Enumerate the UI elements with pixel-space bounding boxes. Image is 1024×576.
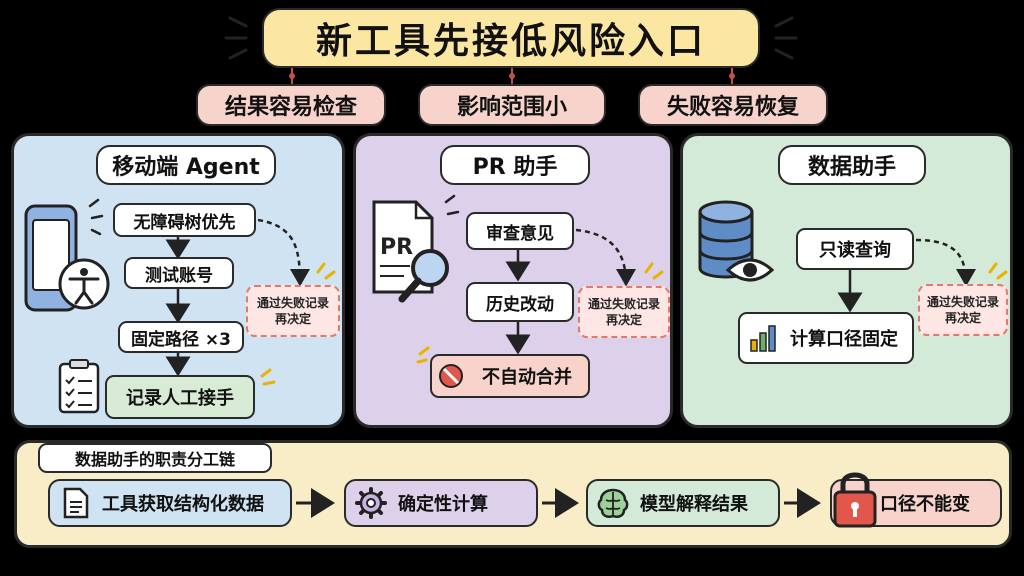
chain-item-metric-locked-label: 口径不能变 — [880, 494, 970, 515]
data-step-fixed-metric: 计算口径固定 — [738, 312, 914, 364]
document-magnifier-icon: PR — [366, 196, 458, 308]
pr-note-line1: 通过失败记录 — [587, 297, 660, 311]
mobile-step-accessibility-tree: 无障碍树优先 — [113, 203, 256, 237]
mobile-note-line1: 通过失败记录 — [256, 296, 329, 310]
panel-mobile-title: 移动端 Agent — [96, 145, 276, 185]
pr-step-review-comments: 审查意见 — [466, 212, 574, 250]
criteria-small-scope: 影响范围小 — [418, 84, 606, 126]
chain-item-model-explain-label: 模型解释结果 — [640, 494, 748, 515]
mobile-note-line2: 再决定 — [274, 312, 311, 326]
panel-pr-title: PR 助手 — [440, 145, 590, 185]
data-step-readonly-query: 只读查询 — [796, 228, 914, 270]
chain-item-deterministic-calc-label: 确定性计算 — [398, 494, 488, 515]
gear-icon — [354, 486, 388, 520]
data-note-line2: 再决定 — [944, 311, 981, 325]
mobile-note: 通过失败记录 再决定 — [246, 285, 340, 337]
criteria-easy-recovery: 失败容易恢复 — [638, 84, 828, 126]
bar-chart-icon — [748, 322, 780, 354]
pr-note: 通过失败记录 再决定 — [578, 286, 670, 338]
lock-icon — [832, 466, 878, 530]
no-entry-icon — [438, 363, 464, 389]
panel-data-title: 数据助手 — [778, 145, 926, 185]
pr-step-no-auto-merge: 不自动合并 — [430, 354, 590, 398]
database-eye-icon — [694, 196, 786, 296]
chain-item-model-explain: 模型解释结果 — [586, 479, 780, 527]
criteria-easy-check: 结果容易检查 — [196, 84, 386, 126]
mobile-step-test-account: 测试账号 — [124, 257, 234, 289]
data-note-line1: 通过失败记录 — [926, 295, 999, 309]
document-icon — [58, 486, 92, 520]
mobile-step-manual-handoff: 记录人工接手 — [105, 375, 255, 419]
pr-doc-label: PR — [380, 235, 413, 260]
pr-note-line2: 再决定 — [605, 313, 642, 327]
chain-title: 数据助手的职责分工链 — [38, 443, 272, 473]
chain-item-deterministic-calc: 确定性计算 — [344, 479, 538, 527]
mobile-step-fixed-path: 固定路径 ×3 — [118, 321, 244, 353]
brain-icon — [596, 486, 630, 520]
phone-accessibility-icon — [20, 198, 112, 326]
pr-step-history-changes: 历史改动 — [466, 282, 574, 322]
chain-item-fetch-data-label: 工具获取结构化数据 — [102, 494, 264, 515]
chain-item-fetch-data: 工具获取结构化数据 — [48, 479, 292, 527]
checklist-icon — [56, 358, 104, 416]
page-title: 新工具先接低风险入口 — [262, 8, 760, 68]
data-note: 通过失败记录 再决定 — [918, 284, 1008, 336]
